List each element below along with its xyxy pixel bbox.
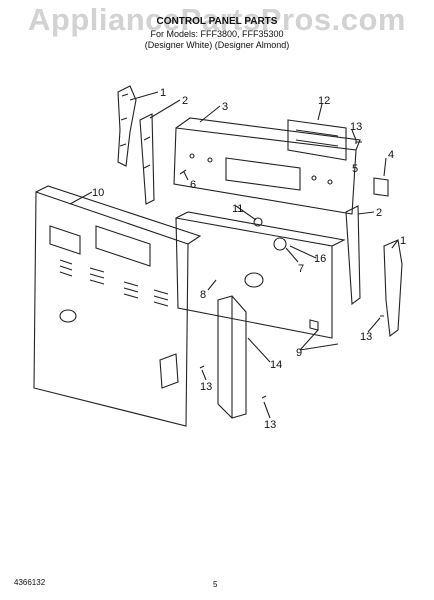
callout-4: 4 (388, 149, 394, 161)
right-end-cap (383, 239, 403, 338)
callout-13b: 13 (360, 331, 372, 343)
callout-5: 5 (352, 163, 358, 175)
control-panel (173, 127, 357, 215)
left-mounting-bracket (139, 113, 155, 205)
watermark: AppliancePartsPros.com (28, 2, 406, 37)
rear-panel (33, 191, 189, 427)
variant-line: (Designer White) (Designer Almond) (144, 40, 290, 50)
callout-3: 3 (222, 101, 228, 113)
model-line: For Models: FFF3800, FFF35300 (150, 29, 284, 39)
callout-1: 1 (160, 87, 166, 99)
touch-pad (287, 119, 347, 161)
connector (373, 177, 389, 197)
page-number: 5 (213, 580, 218, 589)
callout-10: 10 (92, 187, 104, 199)
callout-13: 13 (350, 121, 362, 133)
lower-control-panel (175, 217, 333, 339)
callout-1b: 1 (400, 235, 406, 247)
callout-2: 2 (182, 95, 188, 107)
callout-7: 7 (298, 263, 304, 275)
doc-number: 4366132 (14, 578, 46, 587)
callout-8: 8 (200, 289, 206, 301)
callout-16: 16 (314, 253, 326, 265)
callout-14: 14 (270, 359, 282, 371)
diagram-title: CONTROL PANEL PARTS (156, 16, 278, 27)
callout-13d: 13 (264, 419, 276, 431)
callout-11: 11 (232, 203, 243, 215)
callout-6: 6 (190, 179, 196, 191)
left-end-cap (117, 85, 137, 167)
right-mounting-bracket (345, 205, 361, 306)
callout-2b: 2 (376, 207, 382, 219)
callout-12: 12 (318, 95, 330, 107)
callout-9: 9 (296, 347, 302, 359)
callout-13c: 13 (200, 381, 212, 393)
